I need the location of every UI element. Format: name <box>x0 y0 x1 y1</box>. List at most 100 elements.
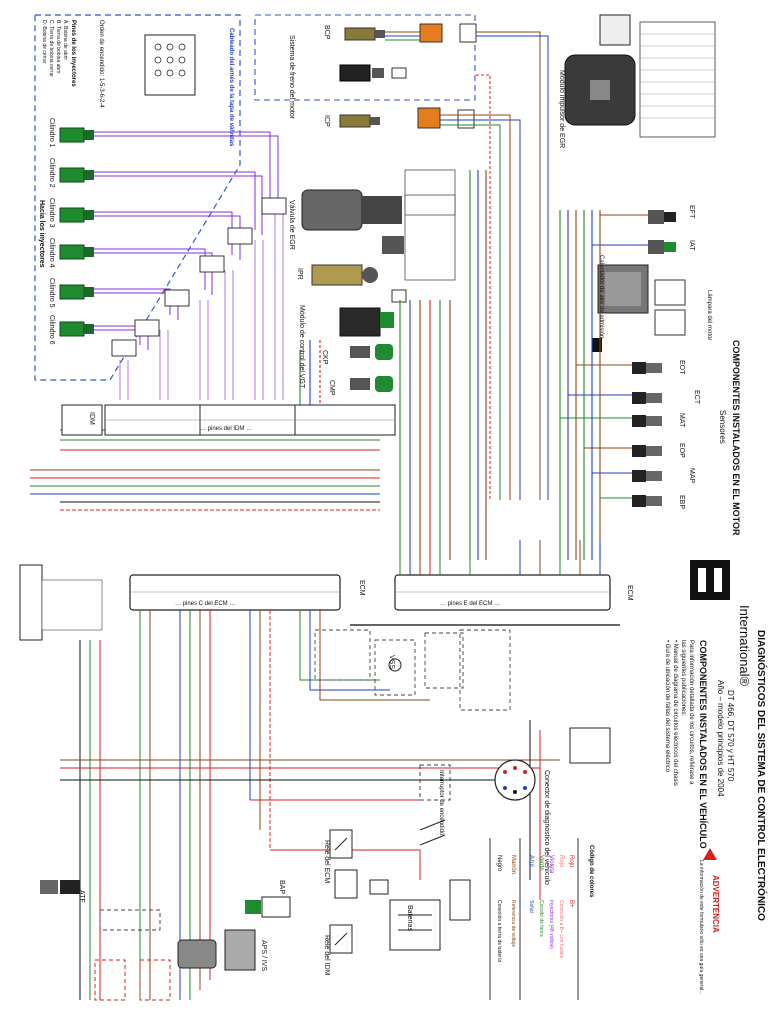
diagnostic-connector <box>494 759 536 801</box>
svg-text:APS / IVS: APS / IVS <box>260 940 267 971</box>
svg-text:B+: B+ <box>568 900 574 908</box>
chassis-connector <box>19 564 103 641</box>
svg-text:Negro: Negro <box>496 855 502 872</box>
to-injectors-label: Hacia los inyectores <box>38 200 45 268</box>
svg-text:IPR: IPR <box>296 268 303 280</box>
svg-text:CMP: CMP <box>328 380 335 396</box>
svg-text:IAT: IAT <box>688 240 695 251</box>
svg-text:Verde: Verde <box>538 855 544 871</box>
legend-labels: Código de colores Rojo B+ Rojo Conexión … <box>496 845 594 962</box>
svg-text:CKP: CKP <box>321 350 328 365</box>
vehicle-components-heading: COMPONENTES INSTALADOS EN EL VEHÍCULO Pa… <box>664 640 708 849</box>
svg-text:Señal: Señal <box>528 900 534 913</box>
injector-connectors <box>111 197 287 357</box>
engine-components-heading: COMPONENTES INSTALADOS EN EL MOTOR Senso… <box>718 340 741 536</box>
egr-valve <box>301 189 404 254</box>
ipr-valve <box>311 264 407 303</box>
svg-text:BAP: BAP <box>278 880 285 894</box>
svg-text:Conexión a B+ con fusible: Conexión a B+ con fusible <box>558 900 564 958</box>
svg-text:MAP: MAP <box>688 468 695 484</box>
temperature-sensors <box>632 362 662 507</box>
svg-text:Relé del ECM: Relé del ECM <box>323 840 330 883</box>
sensor-pin-table <box>404 169 456 281</box>
svg-text:• Manual de diagrama de circui: • Manual de diagrama de circuitos eléctr… <box>672 640 678 786</box>
cylinder-6-label: Cilindro 6 <box>48 315 55 345</box>
svg-text:Inyectores (48 voltios): Inyectores (48 voltios) <box>548 900 554 949</box>
egr-driver-pin-table <box>639 21 716 138</box>
injector-harness-box <box>34 14 241 381</box>
ecm-relay <box>329 829 353 859</box>
svg-text:… pines E del ECM …: … pines E del ECM … <box>440 601 500 607</box>
svg-text:Azul: Azul <box>528 855 534 867</box>
svg-text:Rojo: Rojo <box>568 855 574 868</box>
svg-text:ECT: ECT <box>693 390 700 405</box>
cylinder-2-label: Cilindro 2 <box>48 158 55 188</box>
svg-text:… pines C del ECM …: … pines C del ECM … <box>175 601 235 607</box>
injector-section-labels: Cableado del arnés de la tapa de válvula… <box>38 20 234 345</box>
svg-text:Para información detallada de: Para información detallada de los circui… <box>688 640 694 785</box>
svg-text:EBP: EBP <box>678 495 685 509</box>
egr-driver-module <box>564 14 636 126</box>
idm-relay <box>329 924 353 954</box>
svg-text:COMPONENTES INSTALADOS EN EL V: COMPONENTES INSTALADOS EN EL VEHÍCULO <box>698 640 708 849</box>
warning-label: ADVERTENCIA <box>711 875 720 933</box>
svg-text:EOP: EOP <box>678 443 685 458</box>
svg-text:ICP: ICP <box>323 115 330 127</box>
svg-text:Sistema de freno del motor: Sistema de freno del motor <box>288 35 295 120</box>
brake-valve <box>339 64 407 82</box>
warning-text: La información de este formulario sólo e… <box>698 860 704 995</box>
cylinder-injectors <box>59 127 94 337</box>
svg-text:Pines de los inyectores: Pines de los inyectores <box>70 20 76 87</box>
svg-text:D. Bobina de cerrar: D. Bobina de cerrar <box>41 20 47 64</box>
cylinder-3-label: Cilindro 3 <box>48 198 55 228</box>
cylinder-4-label: Cilindro 4 <box>48 238 55 268</box>
svg-text:A. Bobina de abrir: A. Bobina de abrir <box>62 20 68 60</box>
svg-text:Interruptor de encendido: Interruptor de encendido <box>438 770 444 836</box>
brand-label: International® <box>737 605 752 687</box>
iat-sensor <box>648 240 676 254</box>
engine-label: DT 466, DT 570 y HT 570 <box>726 690 735 782</box>
svg-text:IDM: IDM <box>88 412 95 425</box>
injector-connector-legend <box>144 34 196 96</box>
harness-heading: Cableado del arnés de la tapa de válvula… <box>228 28 234 147</box>
svg-text:B. Tierra de bobina abrir: B. Tierra de bobina abrir <box>55 20 61 74</box>
svg-text:ECM: ECM <box>626 585 633 601</box>
svg-text:MAT: MAT <box>678 413 685 428</box>
svg-text:Lámpara del motor: Lámpara del motor <box>706 290 712 340</box>
svg-text:• Guía de ubicación de fallas: • Guía de ubicación de fallas del sistem… <box>664 640 670 773</box>
ckp-sensor <box>350 344 393 360</box>
svg-text:ECM: ECM <box>358 580 365 596</box>
cylinder-5-label: Cilindro 5 <box>48 278 55 308</box>
intake-heater <box>597 264 686 336</box>
warning-block: ADVERTENCIA La información de este formu… <box>698 860 720 995</box>
svg-text:EFT: EFT <box>688 205 695 219</box>
svg-text:Violeta: Violeta <box>548 855 554 874</box>
svg-text:… pines del IDM …: … pines del IDM … <box>200 426 252 432</box>
warning-icon <box>703 848 717 860</box>
svg-text:Calentador de aire de admisión: Calentador de aire de admisión <box>598 255 604 338</box>
vgt-module <box>339 307 394 337</box>
svg-text:VSS: VSS <box>388 655 395 669</box>
color-legend <box>489 838 579 1000</box>
svg-text:Baterías: Baterías <box>406 905 413 932</box>
batteries <box>389 879 471 951</box>
svg-text:Módulo de control del VGT: Módulo de control del VGT <box>298 305 305 389</box>
svg-text:las siguientes publicaciones:: las siguientes publicaciones: <box>680 640 686 716</box>
idm-connector-block <box>61 404 396 436</box>
svg-text:Relé del IDM: Relé del IDM <box>323 935 330 976</box>
svg-text:EOT: EOT <box>678 360 685 375</box>
svg-text:Válvula de EGR: Válvula de EGR <box>288 200 295 250</box>
vehicle-sensor-boxes <box>314 629 511 711</box>
svg-text:Sensores: Sensores <box>718 410 727 444</box>
title-block: DIAGNÓSTICOS DEL SISTEMA DE CONTROL ELEC… <box>716 605 768 921</box>
fuse-block <box>334 869 389 899</box>
brake-switches <box>94 959 171 1001</box>
engine-lamp <box>592 338 602 352</box>
aps-ivs-sensor <box>177 929 256 971</box>
bcp-icp-box <box>254 14 476 101</box>
svg-text:Circuito de tierra: Circuito de tierra <box>538 900 544 937</box>
svg-text:BCP: BCP <box>323 25 330 40</box>
pin-row-placeholders: … pines E del ECM … … pines C del ECM … … <box>175 426 500 607</box>
cylinder-1-label: Cilindro 1 <box>48 118 55 148</box>
bap-sensor <box>245 896 291 918</box>
